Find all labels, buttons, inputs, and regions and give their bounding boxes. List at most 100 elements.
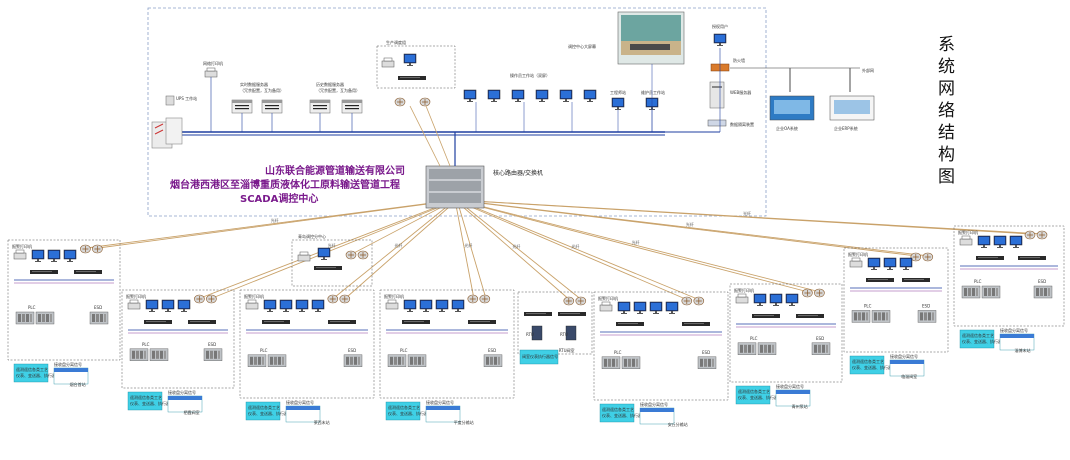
esd-label: ESD (208, 342, 216, 347)
signal-box-line2: 仪表、变送器、执行器等 (130, 400, 174, 406)
svg-text:WEB服务器: WEB服务器 (730, 89, 751, 95)
signal-box-line2: 仪表、变送器、执行器等 (738, 394, 782, 400)
fiber-label: 光纤 (271, 217, 279, 223)
station-printer-label: 报警打印机 (12, 243, 32, 249)
svg-text:网络打印机: 网络打印机 (203, 60, 223, 66)
esd-label: ESD (1038, 279, 1046, 284)
svg-text:生产调度组: 生产调度组 (386, 39, 406, 45)
svg-text:调控中心大屏幕: 调控中心大屏幕 (568, 43, 596, 49)
station-name: 烟台首站 (70, 381, 86, 387)
signal-box: 遥测遥信各类工艺 (738, 388, 770, 394)
panel-label: 接收盘分离信号 (640, 401, 668, 407)
side-title-char: 构 (938, 145, 955, 165)
side-title-char: 图 (938, 167, 955, 187)
esd-label: ESD (816, 336, 824, 341)
fiber-links: 光纤光纤光纤光纤光纤光纤光纤光纤光纤 (86, 199, 1044, 301)
svg-text:历史数据服务器: 历史数据服务器 (316, 81, 344, 87)
ups-station: UPS 工作站 (165, 95, 197, 106)
svg-text:维护员工作站: 维护员工作站 (641, 89, 665, 95)
engineer-station: 工程师站 (610, 89, 626, 132)
station-printer-label: 报警打印机 (958, 229, 978, 235)
big-screen-display: 调控中心大屏幕 (568, 11, 685, 132)
signal-box-line2: 仪表、变送器、执行器等 (602, 412, 646, 418)
svg-text:实时数据服务器: 实时数据服务器 (240, 81, 268, 87)
branch-center-label: 青岛调控分中心 (298, 233, 326, 239)
firewall-icon: 防火墙 (710, 57, 745, 72)
fiber-label: 光纤 (571, 243, 579, 249)
side-title-char: 系 (938, 35, 955, 55)
signal-box: 阀室仪表执行器信号 (522, 353, 558, 359)
fiber-label: 光纤 (512, 243, 520, 249)
station-name: 临淄阀室 (901, 373, 917, 379)
svg-text:UPS 工作站: UPS 工作站 (176, 95, 197, 101)
fiber-label: 光纤 (328, 242, 336, 248)
fiber-label: 光纤 (743, 210, 751, 216)
svg-text:防火墙: 防火墙 (733, 57, 745, 63)
rack-cluster-icon (151, 117, 183, 149)
signal-box: 遥测遥信各类工艺 (962, 332, 994, 338)
plc-label: PLC (864, 303, 872, 308)
svg-text:SCADA调控中心: SCADA调控中心 (240, 192, 318, 205)
station-name: 青州泵站 (792, 403, 808, 409)
data-isolation-device: 数据隔离装置 (707, 119, 754, 127)
fiber-label: 光纤 (632, 239, 640, 245)
station-printer-label: 报警打印机 (734, 287, 754, 293)
project-title: 山东联合能源管道输送有限公司 烟台港西港区至淄博重质液体化工原料输送管道工程 S… (170, 164, 405, 205)
esd-label: ESD (922, 303, 930, 308)
signal-box: 遥测遥信各类工艺 (248, 404, 280, 410)
station-printer-label: 报警打印机 (126, 293, 146, 299)
side-title-char: 结 (938, 123, 955, 143)
signal-box-line2: 仪表、变送器、执行器等 (962, 338, 1006, 344)
esd-label: ESD (702, 350, 710, 355)
esd-label: ESD (348, 348, 356, 353)
panel-label: 接收盘分离信号 (890, 353, 918, 359)
svg-text:山东联合能源管道输送有限公司: 山东联合能源管道输送有限公司 (265, 164, 405, 177)
station-name: 安丘分输站 (668, 421, 688, 427)
signal-box-line2: 仪表、变送器、执行器等 (388, 410, 432, 416)
svg-text:企业OA系统: 企业OA系统 (776, 125, 798, 131)
esd-label: ESD (488, 348, 496, 353)
station-name: 莱西末站 (314, 419, 330, 425)
station-printer-label: 报警打印机 (244, 293, 264, 299)
panel-label: 接收盘分离信号 (54, 361, 82, 367)
core-router-icon (425, 165, 485, 209)
svg-text:工程师站: 工程师站 (610, 89, 626, 95)
svg-text:授权用户: 授权用户 (712, 23, 728, 29)
svg-text:外部网: 外部网 (862, 67, 874, 73)
panel-label: 接收盘分离信号 (426, 399, 454, 405)
side-title-char: 络 (938, 101, 955, 121)
signal-box-line2: 仪表、变送器、执行器等 (852, 364, 896, 370)
svg-text:数据隔离装置: 数据隔离装置 (730, 121, 754, 127)
signal-box: 遥测遥信各类工艺 (852, 358, 884, 364)
station-name: 平度分输站 (454, 419, 474, 425)
panel-label: 接收盘分离信号 (286, 399, 314, 405)
station-printer-label: 报警打印机 (384, 293, 404, 299)
core-router-label: 核心路由器/交换机 (493, 169, 543, 177)
web-server-icon: WEB服务器 (709, 81, 751, 109)
signal-box: 遥测遥信各类工艺 (130, 394, 162, 400)
erp-oa-links: 企业OA系统 企业ERP系统 (769, 68, 875, 131)
plc-label: PLC (28, 305, 36, 310)
plc-label: PLC (260, 348, 268, 353)
realtime-servers: 实时数据服务器 （冗余配置，互为备用） (231, 81, 284, 132)
plc-label: PLC (142, 342, 150, 347)
panel-label: 接收盘分离信号 (1000, 327, 1028, 333)
plc-label: PLC (974, 279, 982, 284)
control-center-frame (147, 7, 767, 217)
network-printer-icon: 网络打印机 (203, 60, 223, 78)
svg-text:操作员工作站（双屏）: 操作员工作站（双屏） (510, 72, 550, 78)
station-printer-label: 报警打印机 (598, 295, 618, 301)
plc-label: PLC (750, 336, 758, 341)
operator-stations: 操作员工作站（双屏） (463, 72, 597, 132)
fiber-label: 光纤 (464, 242, 472, 248)
side-title-char: 统 (938, 57, 955, 77)
